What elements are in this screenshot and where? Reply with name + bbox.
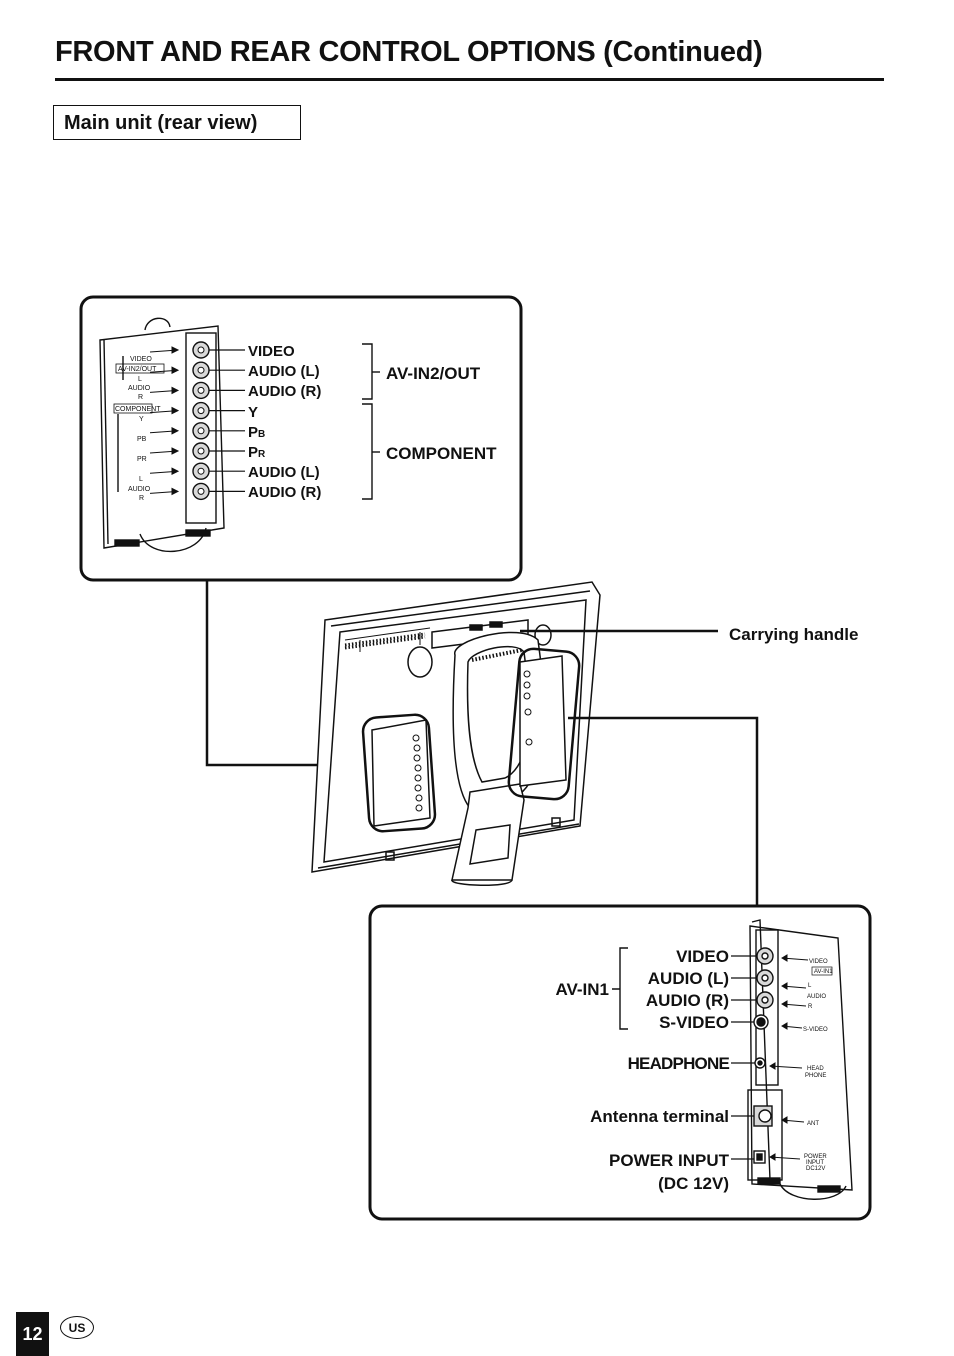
printed-y: Y [139, 416, 144, 423]
callout-av-in1-audio-l: AUDIO (L) [648, 969, 729, 988]
printed-r: R [138, 394, 143, 401]
printed-video: VIDEO [130, 356, 152, 363]
page-title: FRONT AND REAR CONTROL OPTIONS (Continue… [55, 36, 763, 68]
callout-y: Y [248, 404, 258, 421]
unit-vent-right [534, 624, 552, 646]
unit-vent-left [407, 646, 433, 678]
callout-power-input-spec: (DC 12V) [658, 1174, 729, 1193]
jack-2-center [197, 386, 205, 394]
jack-5-arrow [149, 447, 180, 455]
upper-group-brackets [362, 343, 380, 500]
callout-pb: PB [248, 424, 265, 441]
group-av-in2-out: AV-IN2/OUT [386, 364, 481, 383]
printed-pr: PR [137, 456, 147, 463]
jack-3-arrow [149, 406, 180, 415]
callout-audio-l: AUDIO (L) [248, 363, 320, 380]
upper-panel-printed-labels: VIDEO AV-IN2/OUT L AUDIO R COMPONENT Y P… [113, 356, 165, 502]
callout-video: VIDEO [248, 343, 295, 360]
jack-7-center [197, 487, 205, 495]
unit-side-jacks-right [523, 670, 533, 746]
jack-0-arrow [149, 346, 180, 354]
callout-s-video: S-VIDEO [659, 1013, 729, 1032]
printed-head: HEAD [807, 1066, 824, 1072]
callout-component-audio-r: AUDIO (R) [248, 484, 321, 501]
callout-power-input: POWER INPUT [609, 1151, 730, 1170]
printed-input: INPUT [806, 1160, 824, 1166]
lower-connector-line [568, 716, 759, 907]
printed-r2: R [139, 495, 144, 502]
jack-6-center [197, 467, 205, 475]
jack-4-center [197, 427, 205, 435]
printed-phone: PHONE [805, 1073, 826, 1079]
lower-panel-printed-labels: VIDEO AV-IN1 L AUDIO R S-VIDEO HEAD PHON… [803, 959, 833, 1172]
jack-2-arrow [149, 386, 180, 395]
av-in1-bracket [612, 947, 628, 1030]
group-av-in1: AV-IN1 [555, 980, 609, 999]
callout-audio-r: AUDIO (R) [248, 383, 321, 400]
printed-audio2: AUDIO [128, 486, 151, 493]
callout-av-in1-video: VIDEO [676, 947, 729, 966]
printed-l: L [138, 376, 142, 383]
printed-component: COMPONENT [115, 406, 161, 413]
lower-terminal-panel [747, 919, 853, 1200]
carrying-handle-label: Carrying handle [729, 625, 858, 644]
jack-4-arrow [149, 426, 180, 435]
callout-antenna: Antenna terminal [590, 1107, 729, 1126]
printed-audio-lower: AUDIO [807, 994, 826, 1000]
callout-headphone: HEADPHONE [628, 1054, 730, 1073]
upper-callout-labels: VIDEO AUDIO (L) AUDIO (R) Y PB PR AUDIO … [248, 343, 321, 501]
printed-pb: PB [137, 436, 147, 443]
printed-video-lower: VIDEO [809, 959, 828, 965]
region-badge: US [60, 1316, 94, 1339]
jack-0-center [197, 346, 205, 354]
highlight-upper-terminals [361, 713, 437, 833]
lower-callout-labels: VIDEO AUDIO (L) AUDIO (R) S-VIDEO HEADPH… [590, 947, 730, 1193]
lower-leader-lines [731, 955, 757, 1160]
jack-6-arrow [149, 467, 180, 476]
title-rule [55, 78, 884, 81]
jack-7-arrow [149, 487, 180, 496]
jack-1-center [197, 366, 205, 374]
page-number: 12 [16, 1312, 49, 1356]
printed-power: POWER [804, 1154, 827, 1160]
jack-5-center [197, 447, 205, 455]
group-component: COMPONENT [386, 444, 497, 463]
section-label-box: Main unit (rear view) [53, 105, 301, 140]
jack-3-center [197, 407, 205, 415]
lower-panel-arrows [769, 954, 809, 1161]
jack-1-arrow [149, 366, 180, 375]
printed-ant: ANT [807, 1121, 819, 1127]
printed-r-lower: R [808, 1004, 813, 1010]
lower-callout-panel [368, 904, 872, 1221]
highlight-lower-terminals [507, 647, 581, 801]
upper-leader-lines [209, 349, 245, 492]
callout-pr: PR [248, 444, 266, 461]
printed-av-in1: AV-IN1 [814, 969, 833, 975]
printed-dc12v: DC12V [806, 1166, 825, 1172]
upper-terminal-panel [99, 317, 225, 553]
main-unit-rear [311, 581, 601, 887]
unit-side-jacks-left [412, 734, 423, 812]
printed-av-in2-out: AV-IN2/OUT [118, 366, 157, 373]
section-label: Main unit (rear view) [64, 112, 258, 134]
printed-l-lower: L [808, 983, 812, 989]
callout-component-audio-l: AUDIO (L) [248, 464, 320, 481]
printed-l2: L [139, 476, 143, 483]
callout-av-in1-audio-r: AUDIO (R) [646, 991, 729, 1010]
upper-callout-panel [79, 295, 523, 582]
printed-s-video: S-VIDEO [803, 1027, 828, 1033]
printed-audio: AUDIO [128, 385, 151, 392]
upper-jacks [149, 341, 210, 501]
